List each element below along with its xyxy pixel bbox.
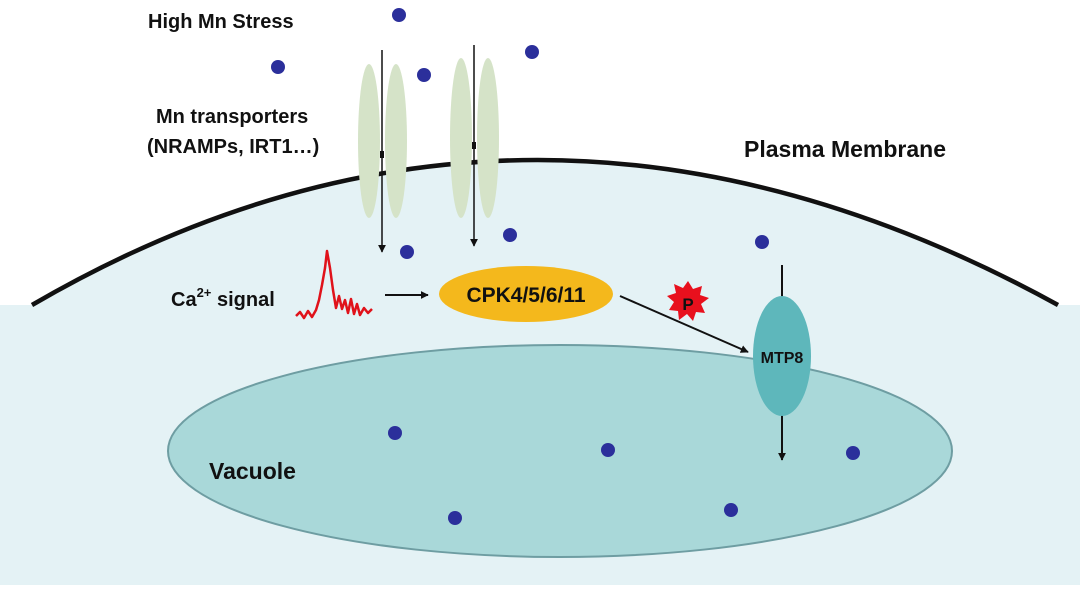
cpk-kinase [439, 266, 613, 322]
transporters-label-line2: (NRAMPs, IRT1…) [147, 136, 319, 158]
mn-ion [400, 245, 414, 259]
vacuole [167, 344, 953, 558]
mn-ion [503, 228, 517, 242]
mtp8-transporter [753, 296, 811, 416]
ca-signal-wave-icon [295, 249, 373, 320]
plasma-membrane-line [30, 157, 1060, 307]
mn-ions [271, 8, 860, 525]
cpk-kinase-label: CPK4/5/6/11 [466, 284, 585, 307]
phospho-star-icon [667, 281, 709, 321]
phospho-label: P [682, 295, 693, 314]
mn-ion [271, 60, 285, 74]
mn-ion [724, 503, 738, 517]
bottom-white-band [0, 585, 1080, 600]
mn-ion [448, 511, 462, 525]
mn-ion [755, 235, 769, 249]
stress-label: High Mn Stress [148, 11, 294, 33]
ca-signal-label: Ca2+ signal [171, 285, 275, 311]
mn-transporter-right [450, 45, 499, 247]
cpk-to-mtp8-arrow [619, 295, 749, 353]
mn-ion [388, 426, 402, 440]
mn-ion [846, 446, 860, 460]
mn-ion [392, 8, 406, 22]
transporters-label-line1: Mn transporters [156, 106, 308, 128]
vacuole-label: Vacuole [209, 458, 296, 484]
mn-ion [417, 68, 431, 82]
mn-ion [601, 443, 615, 457]
mtp8-label: MTP8 [761, 350, 804, 367]
mn-transporter-left [358, 50, 407, 253]
membrane-label: Plasma Membrane [744, 136, 946, 162]
mn-ion [525, 45, 539, 59]
